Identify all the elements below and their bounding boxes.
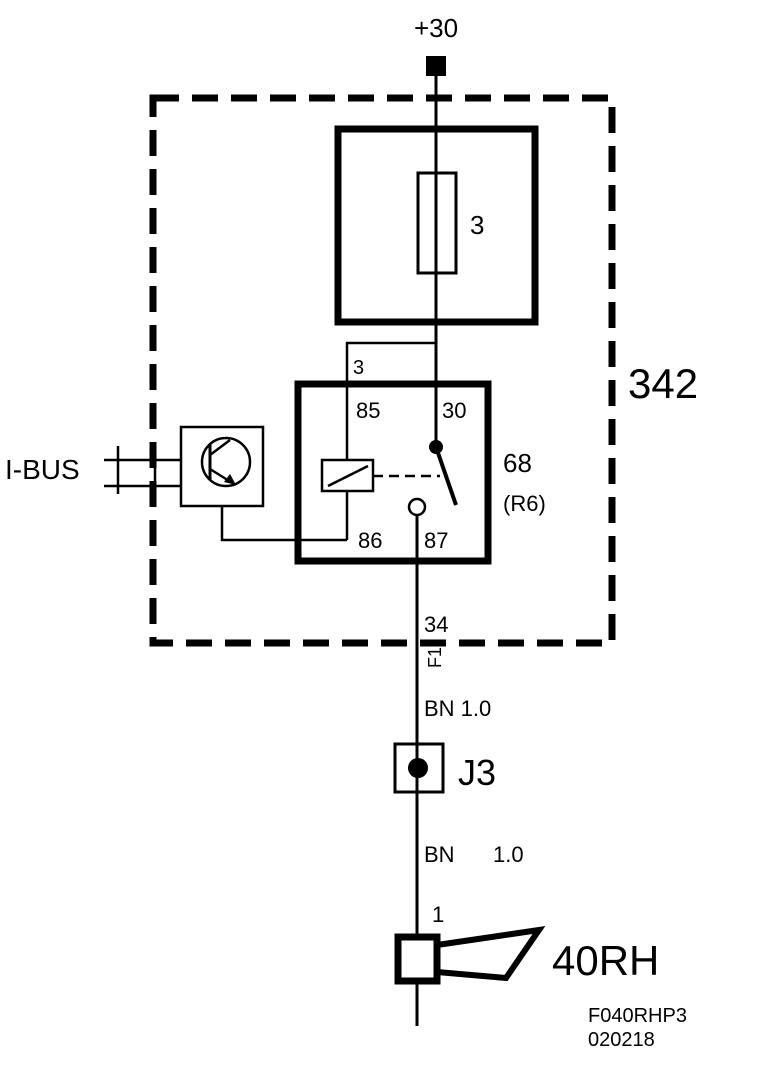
- relay-switch-arm: [434, 446, 458, 506]
- relay-coil-diagonal: [327, 464, 369, 488]
- relay-sub: (R6): [503, 491, 546, 516]
- horn-pin: 1: [432, 902, 444, 927]
- control-wire: [220, 506, 347, 542]
- horn-terminal: [394, 933, 441, 985]
- connector-pin: 34: [424, 612, 448, 637]
- module-label: 342: [628, 360, 698, 407]
- relay-pin-85: 85: [356, 398, 380, 423]
- horn-icon: [434, 926, 546, 982]
- connector-code: F1: [425, 647, 445, 668]
- wire2-color: BN: [424, 842, 455, 867]
- fuse-label: 3: [470, 210, 484, 240]
- footer-date: 020218: [588, 1029, 655, 1051]
- footer-code: F040RHP3: [588, 1005, 687, 1027]
- relay-pin-87: 87: [424, 528, 448, 553]
- transistor-icon: [200, 436, 252, 488]
- relay-pin-86: 86: [358, 528, 382, 553]
- transistor-collector: [209, 439, 231, 456]
- horn-label: 40RH: [552, 937, 659, 984]
- junction-dot: [408, 758, 428, 778]
- coil-feed-wire: [345, 341, 436, 460]
- relay-pin-30: 30: [442, 398, 466, 423]
- coil-feed-label: 3: [353, 357, 364, 379]
- module-342-boundary: [149, 94, 616, 647]
- fuse-holder: [334, 125, 539, 326]
- bus-label: I-BUS: [5, 454, 80, 485]
- junction-label: J3: [458, 752, 496, 793]
- relay-contact-87: [407, 497, 427, 517]
- supply-terminal: [426, 56, 446, 76]
- wire1-label: BN 1.0: [424, 696, 491, 721]
- relay-id: 68: [503, 448, 532, 478]
- relay-68: [294, 380, 492, 565]
- supply-label: +30: [414, 13, 458, 43]
- transistor-arrow: [224, 474, 236, 485]
- wire2-size: 1.0: [493, 842, 524, 867]
